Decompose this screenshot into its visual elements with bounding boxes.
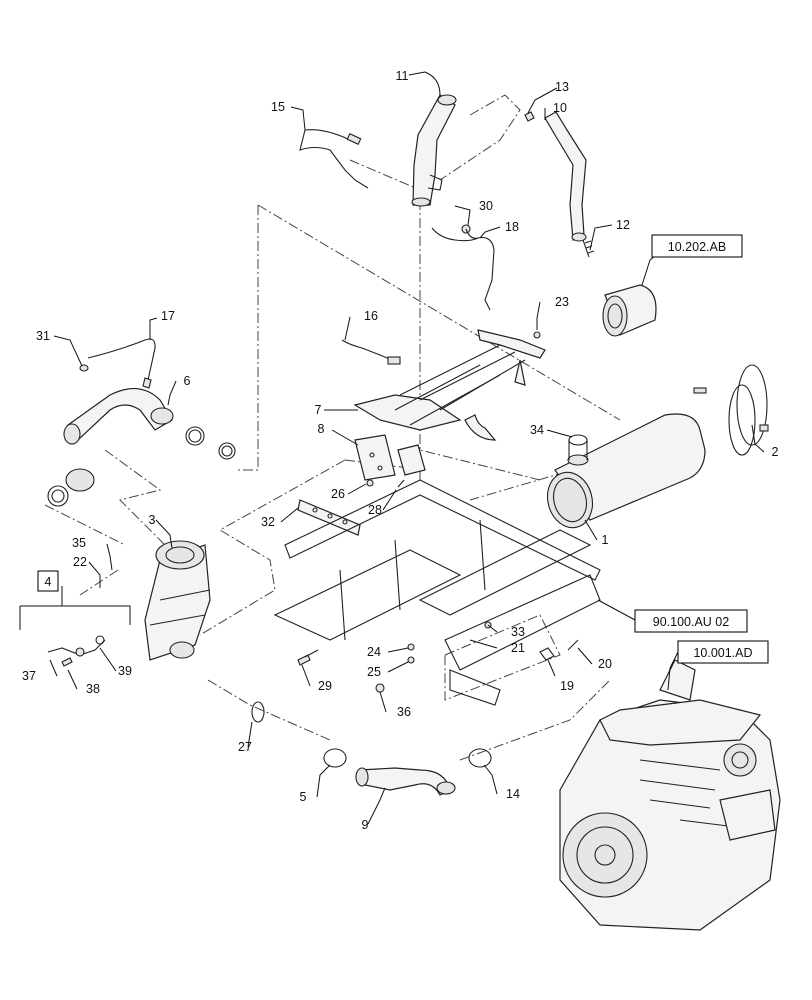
callout-30: 30 [479,199,493,213]
sensor-wire-16 [341,339,401,365]
callout-31: 31 [36,329,50,343]
callout-33: 33 [511,625,525,639]
callout-23: 23 [555,295,569,309]
sensor-harness-18 [431,224,495,311]
callout-14: 14 [506,787,520,801]
sensor-harness-15 [299,129,369,189]
tube-10 [524,111,595,258]
callout-10: 10 [553,101,567,115]
callout-9: 9 [362,818,369,832]
catalyst-3 [144,540,211,661]
callout-4: 4 [45,575,52,589]
band-clamp-2 [693,364,769,456]
callout-16: 16 [364,309,378,323]
callout-1: 1 [602,533,609,547]
tailpipe-11 [411,94,457,207]
callout-20: 20 [598,657,612,671]
callout-28: 28 [368,503,382,517]
callout-8: 8 [318,422,325,436]
callout-34: 34 [530,423,544,437]
muffler-bracket-7 [353,329,546,441]
callout-7: 7 [315,403,322,417]
callout-35: 35 [72,536,86,550]
reference-box-air-cleaner[interactable]: 10.202.AB [651,234,743,258]
sensor-wire-17 [79,338,156,389]
mounting-plate-8 [354,434,426,481]
callout-32: 32 [261,515,275,529]
air-cleaner-element [602,284,657,337]
callout-25: 25 [367,665,381,679]
callout-13: 13 [555,80,569,94]
callout-12: 12 [616,218,630,232]
callout-21: 21 [511,641,525,655]
callout-39: 39 [118,664,132,678]
callout-29: 29 [318,679,332,693]
callout-17: 17 [161,309,175,323]
callout-15: 15 [271,100,285,114]
clamp-27 [251,701,265,723]
callout-5: 5 [300,790,307,804]
elbow-pipe-6 [47,388,236,507]
reference-air-cleaner-label[interactable]: 10.202.AB [668,240,726,254]
callout-4-box [37,570,59,592]
sensor-kit [47,635,106,667]
muffler-1 [546,413,706,529]
frame-assembly [273,479,601,706]
flex-pipe-9 [323,748,492,796]
callout-36: 36 [397,705,411,719]
callout-3: 3 [149,513,156,527]
callout-24: 24 [367,645,381,659]
engine-assembly [559,659,781,931]
callout-27: 27 [238,740,252,754]
callout-37: 37 [22,669,36,683]
leader-lines [19,71,765,825]
reference-box-frame[interactable]: 90.100.AU 02 [634,609,748,633]
callout-2: 2 [772,445,779,459]
callout-22: 22 [73,555,87,569]
callout-26: 26 [331,487,345,501]
callout-18: 18 [505,220,519,234]
callout-labels: 11 13 10 15 30 18 12 23 16 17 31 6 7 8 3… [22,69,778,832]
callout-6: 6 [184,374,191,388]
heat-shield-32 [297,499,361,536]
callout-19: 19 [560,679,574,693]
reference-engine-label[interactable]: 10.001.AD [693,646,752,660]
callout-38: 38 [86,682,100,696]
reference-box-engine[interactable]: 10.001.AD [677,640,769,664]
hardware [297,331,579,693]
callout-11: 11 [396,69,409,83]
reference-frame-label[interactable]: 90.100.AU 02 [653,615,729,629]
